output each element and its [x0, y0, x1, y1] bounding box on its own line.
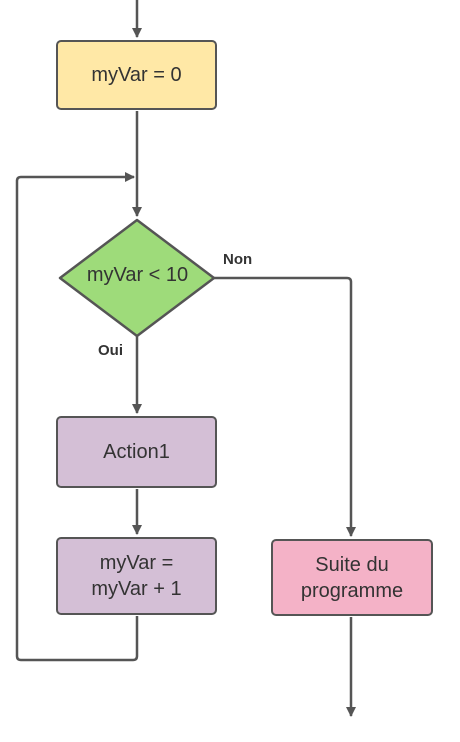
yes-branch-label: Oui — [98, 342, 123, 359]
increment-node-text: myVar = myVar + 1 — [91, 552, 182, 600]
init-node-text: myVar = 0 — [91, 64, 182, 86]
end-node-text: Suite du programme — [300, 553, 404, 602]
action-node-text: Action1 — [103, 441, 170, 463]
condition-node-text: myVar < 10 — [86, 264, 189, 286]
no-branch-label: Non — [223, 251, 253, 268]
init-node: myVar = 0 — [56, 40, 217, 110]
increment-node: myVar = myVar + 1 — [56, 537, 217, 615]
loop-back-arrow — [15, 172, 139, 662]
no-branch-arrow — [214, 276, 356, 537]
end-node: Suite du programme — [271, 539, 433, 616]
action-node: Action1 — [56, 416, 217, 488]
